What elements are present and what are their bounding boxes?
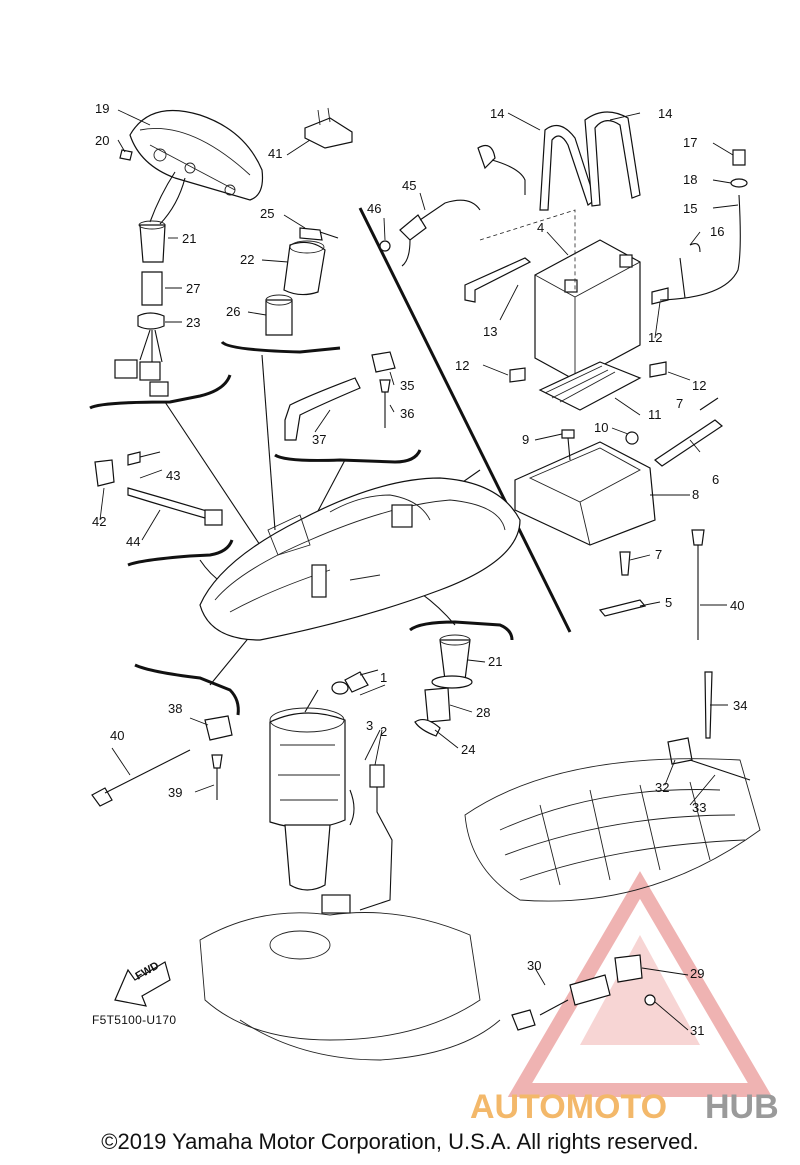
callout-11: 11 (648, 407, 662, 422)
callout-45: 45 (402, 178, 416, 193)
diagram-code: F5T5100-U170 (92, 1013, 176, 1027)
callout-26: 26 (226, 304, 240, 319)
callout-35: 35 (400, 378, 414, 393)
callout-14b: 14 (658, 106, 672, 121)
callout-22: 22 (240, 252, 254, 267)
callout-4: 4 (537, 220, 544, 235)
callout-23: 23 (186, 315, 200, 330)
callout-46: 46 (367, 201, 381, 216)
callout-40a: 40 (110, 728, 124, 743)
watermark-logo: AUTOMOTO HUB (470, 871, 779, 1126)
callout-44: 44 (126, 534, 140, 549)
callout-39: 39 (168, 785, 182, 800)
callout-15: 15 (683, 201, 697, 216)
callout-43: 43 (166, 468, 180, 483)
callout-28: 28 (476, 705, 490, 720)
callout-5: 5 (665, 595, 672, 610)
callout-31: 31 (690, 1023, 704, 1038)
callout-42: 42 (92, 514, 106, 529)
callout-8: 8 (692, 487, 699, 502)
callout-12c: 12 (692, 378, 706, 393)
callout-labels: 19 20 21 27 23 41 25 22 26 37 35 36 43 4… (92, 101, 747, 1038)
callout-21: 21 (182, 231, 196, 246)
fuel-pump-parts-upper (265, 227, 339, 336)
leader-lines (99, 109, 739, 1031)
watermark-text-1: AUTOMOTO (470, 1088, 667, 1126)
copyright-notice: ©2019 Yamaha Motor Corporation, U.S.A. A… (101, 1129, 699, 1154)
callout-17: 17 (683, 135, 697, 150)
callout-19: 19 (95, 101, 109, 116)
callout-24: 24 (461, 742, 475, 757)
callout-3: 3 (366, 718, 373, 733)
callout-21b: 21 (488, 654, 502, 669)
callout-37: 37 (312, 432, 326, 447)
jet-ski-hull (199, 477, 521, 641)
callout-2: 2 (380, 724, 387, 739)
fwd-arrow-icon (114, 961, 171, 1007)
callout-30: 30 (527, 958, 541, 973)
callout-9: 9 (522, 432, 529, 447)
callout-38: 38 (168, 701, 182, 716)
callout-29: 29 (690, 966, 704, 981)
fuel-pump-lower: FWD (91, 634, 761, 1061)
callout-1: 1 (380, 670, 387, 685)
callout-25: 25 (260, 206, 274, 221)
callout-12a: 12 (648, 330, 662, 345)
watermark-text-2: HUB (705, 1088, 779, 1126)
callout-33: 33 (692, 800, 706, 815)
callout-10: 10 (594, 420, 608, 435)
callout-6: 6 (712, 472, 719, 487)
meter-assembly (114, 109, 264, 397)
callout-27: 27 (186, 281, 200, 296)
callout-13: 13 (483, 324, 497, 339)
callout-20: 20 (95, 133, 109, 148)
callout-32: 32 (655, 780, 669, 795)
callout-14a: 14 (490, 106, 504, 121)
callout-7b: 7 (655, 547, 662, 562)
callout-16: 16 (710, 224, 724, 239)
callout-41: 41 (268, 146, 282, 161)
callout-7a: 7 (676, 396, 683, 411)
callout-34: 34 (733, 698, 747, 713)
callout-18: 18 (683, 172, 697, 187)
callout-12b: 12 (455, 358, 469, 373)
callout-40b: 40 (730, 598, 744, 613)
battery-assembly (379, 111, 748, 640)
clip-41 (304, 117, 353, 149)
callout-36: 36 (400, 406, 414, 421)
